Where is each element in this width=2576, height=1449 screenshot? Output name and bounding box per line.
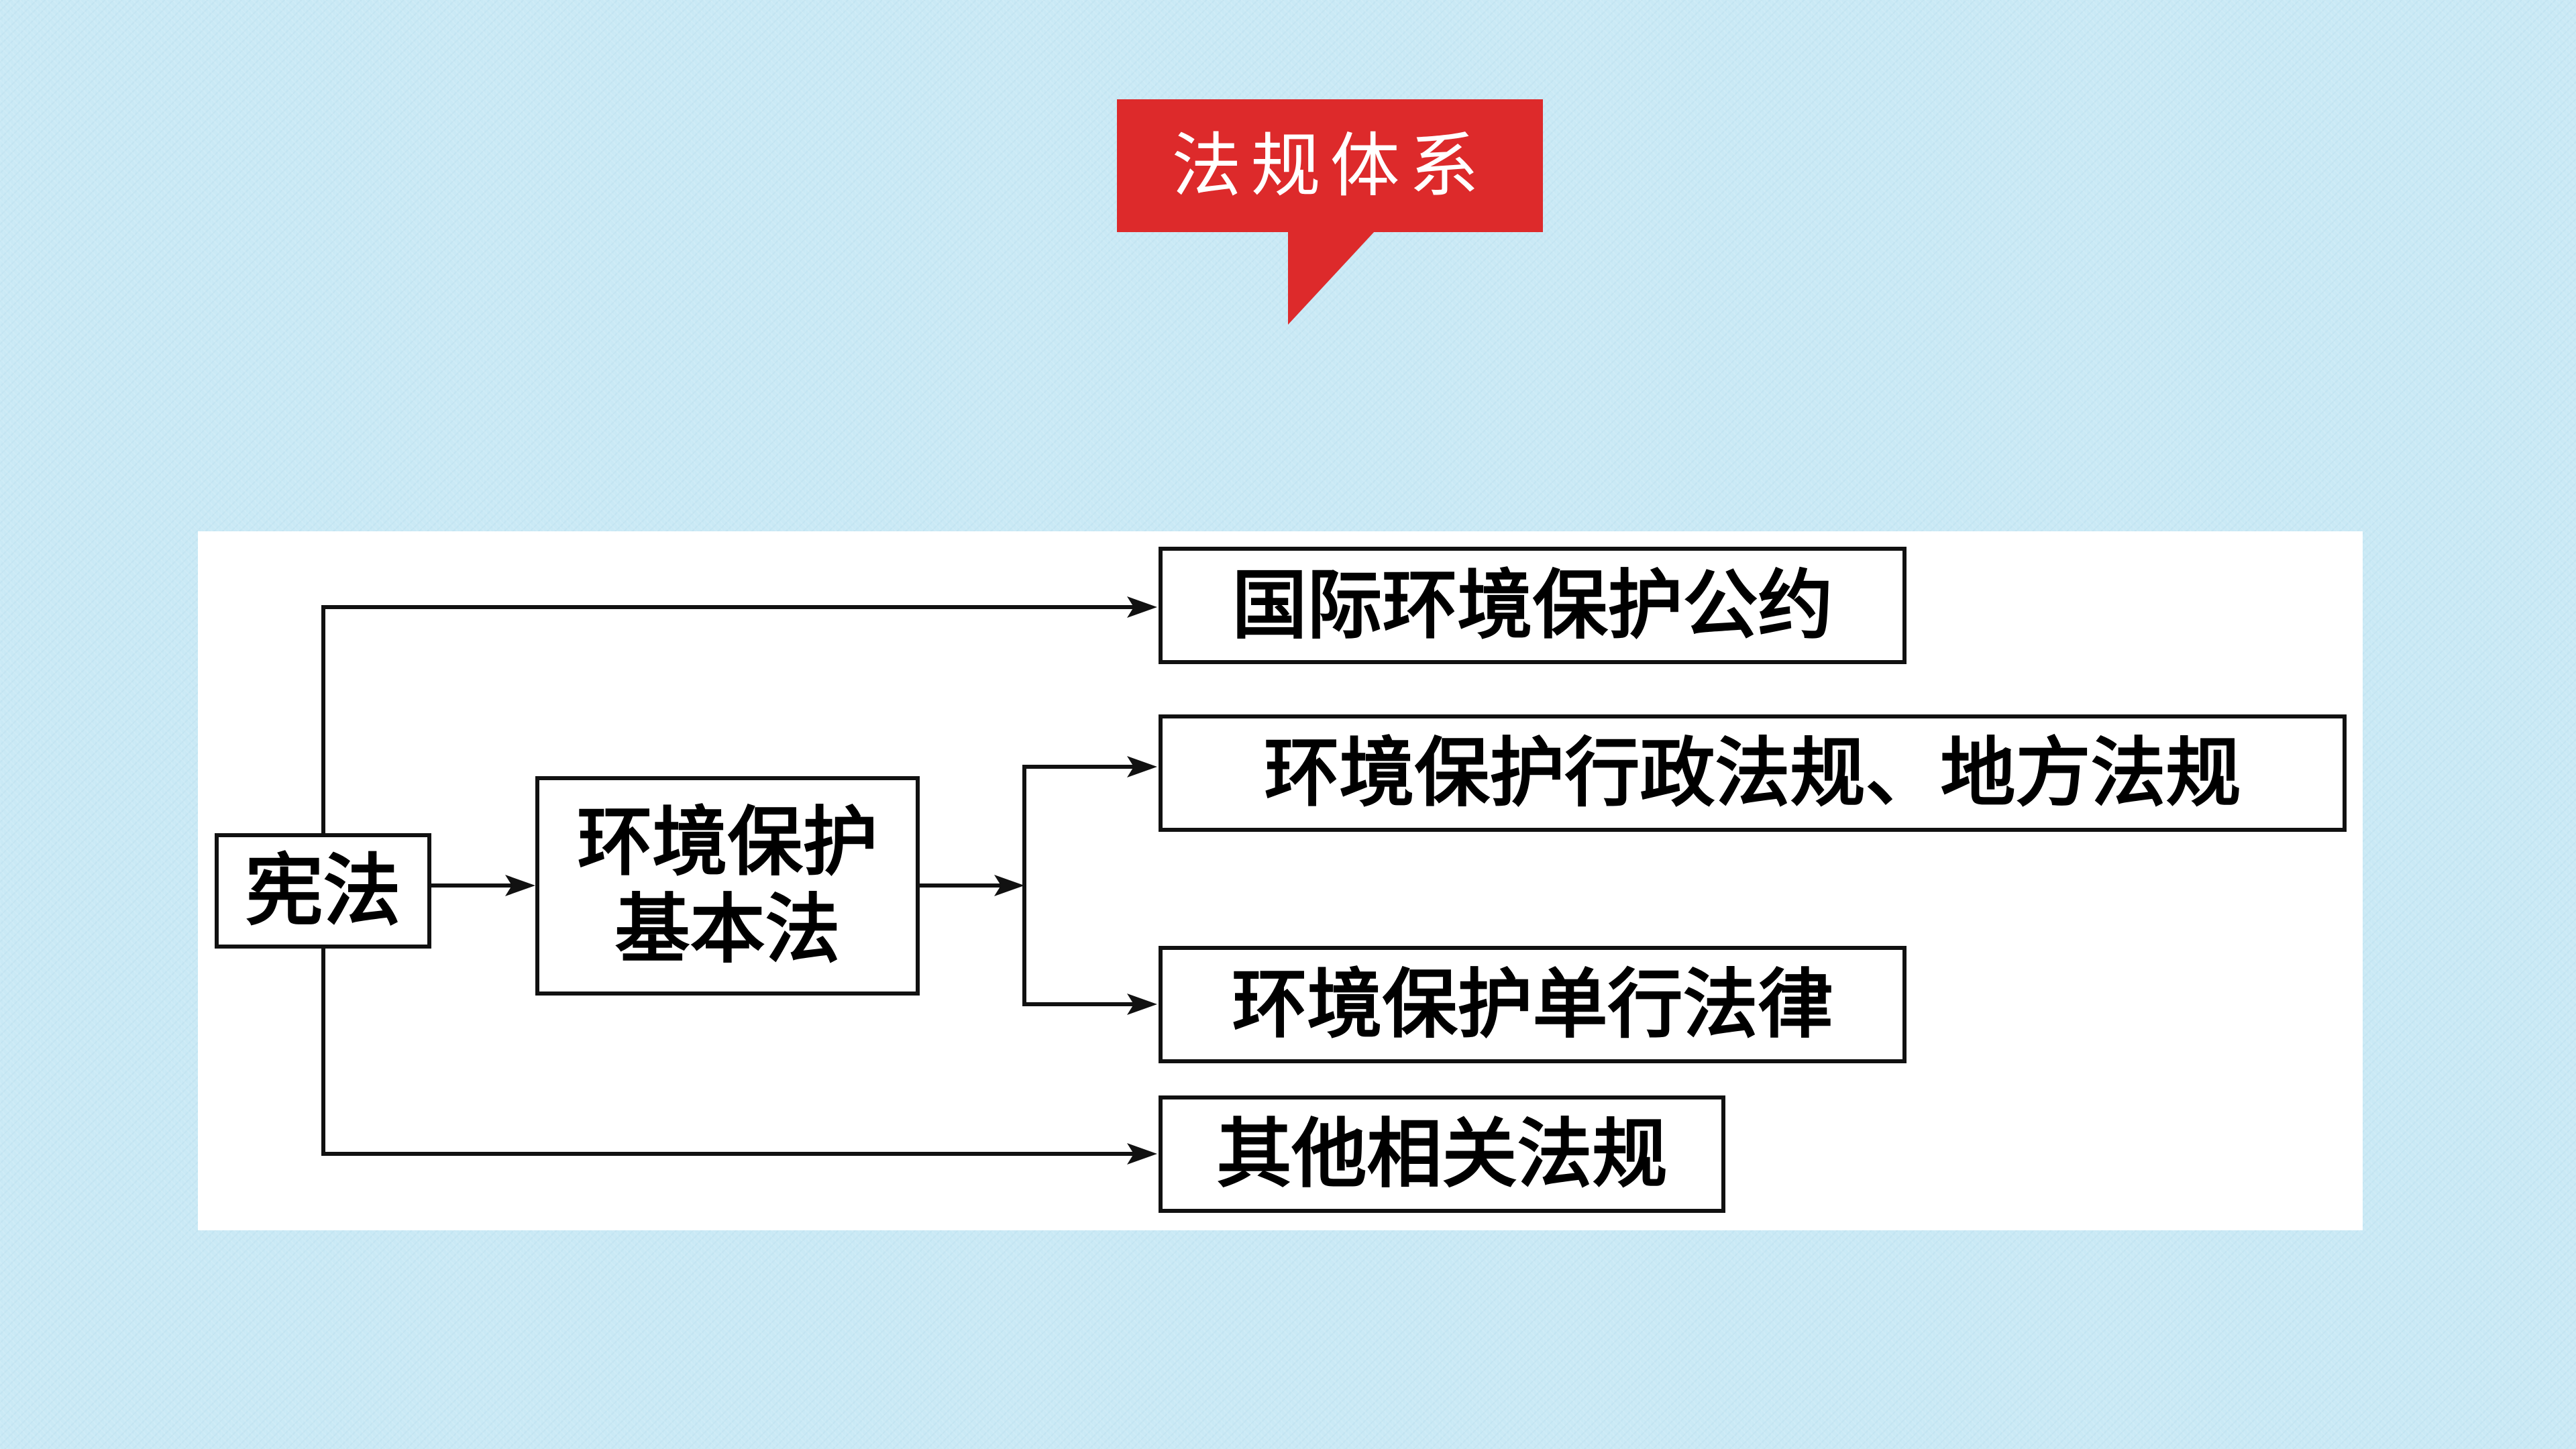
- arrowhead-branch: [994, 875, 1024, 896]
- node-other-regulations-label: 其他相关法规: [1216, 1110, 1668, 1198]
- node-admin-local-regulations: 环境保护行政法规、地方法规: [1159, 714, 2347, 832]
- arrowhead-basic-law: [505, 875, 535, 896]
- arrowhead-admin: [1127, 756, 1157, 777]
- node-international-conventions-label: 国际环境保护公约: [1232, 561, 1833, 649]
- node-basic-law-label-line2: 基本法: [614, 885, 841, 973]
- node-constitution-label: 宪法: [245, 845, 401, 936]
- title-tag: 法规体系: [1117, 99, 1543, 232]
- node-international-conventions: 国际环境保护公约: [1159, 547, 1907, 664]
- arrowhead-other: [1127, 1143, 1157, 1165]
- arrowhead-conventions: [1127, 596, 1157, 618]
- node-basic-law-label-line1: 环境保护: [577, 798, 878, 886]
- node-single-laws: 环境保护单行法律: [1159, 946, 1907, 1063]
- node-admin-local-regulations-label: 环境保护行政法规、地方法规: [1264, 729, 2241, 817]
- node-constitution: 宪法: [215, 833, 431, 949]
- arrowhead-single: [1127, 994, 1157, 1015]
- node-other-regulations: 其他相关法规: [1159, 1095, 1725, 1213]
- node-single-laws-label: 环境保护单行法律: [1232, 960, 1833, 1049]
- page-title: 法规体系: [1171, 125, 1489, 207]
- node-basic-law: 环境保护 基本法: [535, 776, 920, 996]
